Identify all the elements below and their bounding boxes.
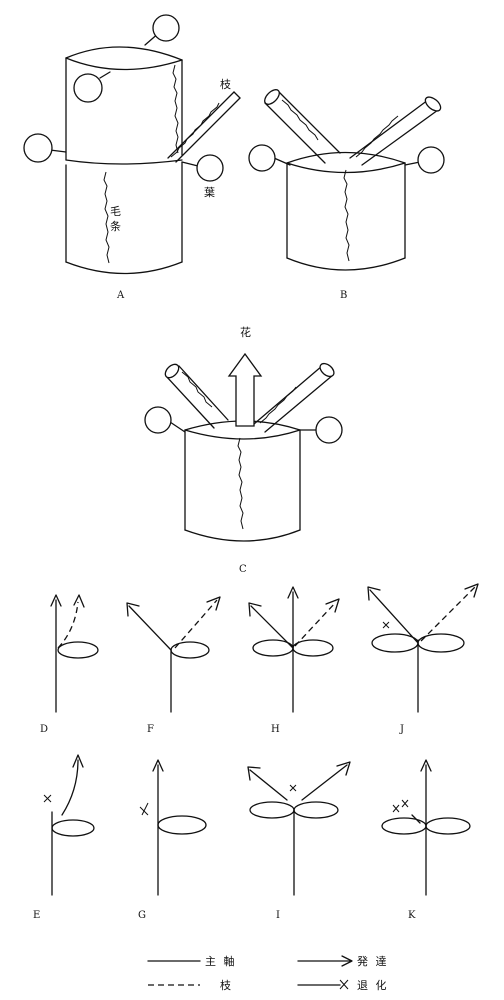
panel-k: K [381,759,471,921]
panel-label-b: B [340,290,347,301]
legend: 主 軸 発 達 枝 退 化 [147,954,389,992]
panel-label-k: K [408,910,416,921]
legend-branch: 枝 [148,978,233,992]
label-branch: 枝 [220,77,231,91]
panel-h: H [248,586,340,735]
label-hair-1: 毛 [110,205,121,218]
panel-label-f: F [147,724,154,735]
panel-g: G [138,759,207,921]
panel-f: F [126,596,221,735]
label-flower: 花 [240,326,251,339]
panel-a: 枝 葉 毛 条 A [23,14,241,301]
panel-label-j: J [399,724,404,735]
legend-branch-label: 枝 [220,978,233,992]
label-leaf-scar: 葉 [204,185,215,199]
legend-develop: 発 達 [297,954,389,968]
panel-label-e: E [33,910,40,921]
panel-label-h: H [271,724,280,735]
panel-c: 花 C [144,326,343,575]
legend-degenerate: 退 化 [297,978,389,992]
panel-label-a: A [116,290,125,301]
legend-main-axis-label: 主 軸 [205,954,237,968]
panel-label-g: G [138,910,146,921]
panel-b: B [248,89,445,301]
panel-label-c: C [239,564,247,575]
panel-e: E [33,754,95,921]
panel-j: J [367,583,479,735]
panel-i: I [247,761,351,921]
legend-develop-label: 発 達 [357,954,389,968]
legend-degenerate-label: 退 化 [357,978,389,992]
panel-d: D [40,594,99,735]
panel-label-i: I [276,910,280,921]
label-hair-2: 条 [110,219,121,233]
panel-label-d: D [40,724,48,735]
legend-main-axis: 主 軸 [147,954,237,968]
